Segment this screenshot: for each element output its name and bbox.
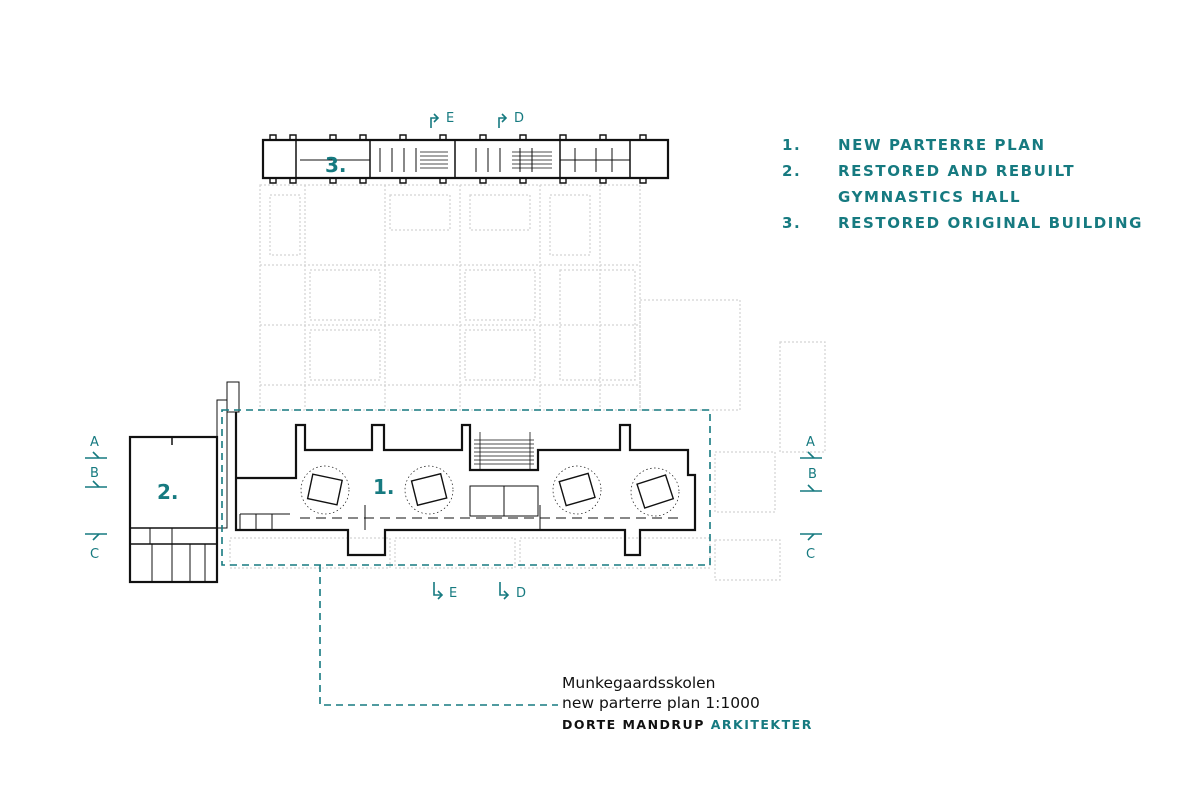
drawing-caption: Munkegaardsskolen new parterre plan 1:10… (562, 673, 813, 735)
gymnastics-hall-outline (128, 381, 240, 584)
section-letter-b-left: B (90, 466, 99, 481)
plan-label-two: 2. (157, 480, 179, 504)
caption-subtitle: new parterre plan 1:1000 (562, 694, 760, 712)
legend-text: NEW PARTERRE PLAN (838, 136, 1046, 154)
legend-text: RESTORED ORIGINAL BUILDING (838, 214, 1144, 232)
plan-label-one: 1. (373, 475, 395, 499)
architect-credit: DORTE MANDRUP ARKITEKTER (562, 715, 813, 735)
new-parterre-outline (234, 412, 697, 557)
architect-suffix: ARKITEKTER (710, 717, 813, 732)
legend-number: 3. (782, 214, 802, 232)
section-letter-a-left: A (90, 435, 99, 450)
section-letter-e-bottom: E (449, 586, 457, 601)
section-letter-c-right: C (806, 547, 815, 562)
original-building-outline (261, 134, 670, 184)
legend-number: 2. (782, 162, 802, 180)
plan-label-three: 3. (325, 153, 347, 177)
site-boundary-dashed (221, 409, 711, 706)
section-letter-d-bottom: D (516, 586, 526, 601)
section-markers (85, 113, 822, 600)
section-letter-a-right: A (806, 435, 815, 450)
legend-number: 1. (782, 136, 802, 154)
caption-title: Munkegaardsskolen (562, 674, 716, 692)
section-letter-d-top: D (514, 111, 524, 126)
architect-name: DORTE MANDRUP (562, 717, 705, 732)
section-letter-b-right: B (808, 467, 817, 482)
legend-text: RESTORED AND REBUILT (838, 162, 1076, 180)
section-letter-e-top: E (446, 111, 454, 126)
section-letter-c-left: C (90, 547, 99, 562)
existing-building-ghost (229, 184, 826, 581)
legend-text: GYMNASTICS HALL (838, 188, 1022, 206)
